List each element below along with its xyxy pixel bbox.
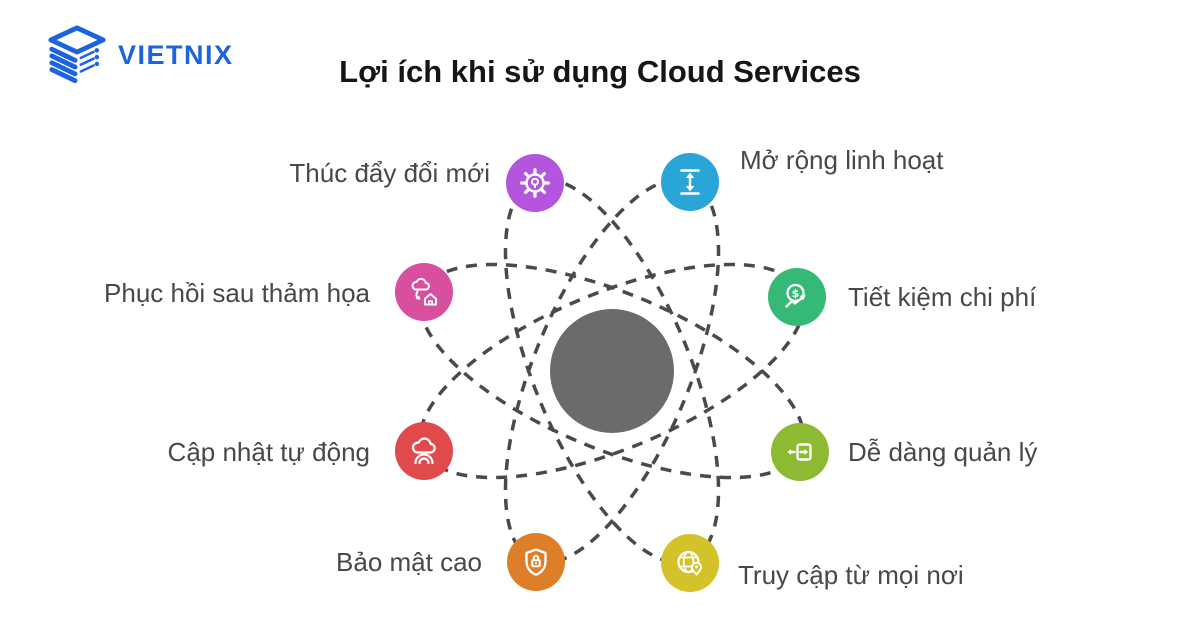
cloud-sync-icon bbox=[411, 437, 436, 465]
node-label-access: Truy cập từ mọi nơi bbox=[738, 560, 964, 590]
node-security bbox=[507, 533, 565, 591]
vietnix-logo: VIETNIX bbox=[46, 24, 234, 86]
node-cost-saving: $ bbox=[768, 268, 826, 326]
node-label-recovery: Phục hồi sau thảm họa bbox=[104, 278, 370, 308]
node-label-auto-update: Cập nhật tự động bbox=[167, 437, 370, 467]
transfer-arrows-icon bbox=[787, 443, 812, 461]
node-label-innovation: Thúc đẩy đổi mới bbox=[289, 158, 490, 188]
vietnix-logo-icon bbox=[48, 25, 106, 84]
gear-innovation-icon bbox=[520, 168, 550, 198]
globe-location-icon bbox=[677, 550, 702, 576]
node-label-scaling: Mở rộng linh hoạt bbox=[740, 145, 944, 175]
node-innovation bbox=[506, 154, 564, 212]
node-auto-update bbox=[395, 422, 453, 480]
node-label-security: Bảo mật cao bbox=[336, 547, 482, 577]
vertical-scale-icon bbox=[680, 169, 700, 195]
node-label-management: Dễ dàng quản lý bbox=[848, 437, 1038, 467]
page-title: Lợi ích khi sử dụng Cloud Services bbox=[339, 54, 861, 89]
svg-text:$: $ bbox=[792, 287, 800, 300]
center-circle bbox=[550, 309, 674, 433]
node-access bbox=[661, 534, 719, 592]
node-recovery bbox=[395, 263, 453, 321]
node-management bbox=[771, 423, 829, 481]
cloud-restore-icon bbox=[411, 277, 437, 306]
dollar-growth-icon: $ bbox=[785, 283, 806, 308]
shield-lock-icon bbox=[525, 548, 547, 576]
brand-name: VIETNIX bbox=[118, 39, 234, 70]
node-label-cost-saving: Tiết kiệm chi phí bbox=[848, 282, 1037, 312]
node-scaling bbox=[661, 153, 719, 211]
